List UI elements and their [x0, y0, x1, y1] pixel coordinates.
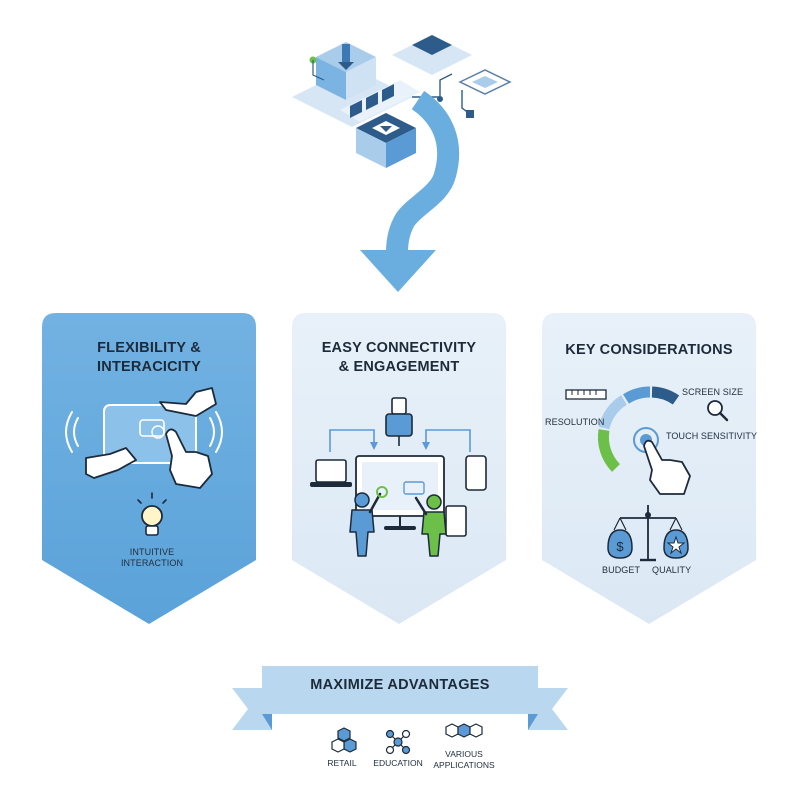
application-label-line: VARIOUS — [445, 749, 483, 759]
panel-title-flexibility: FLEXIBILITY & INTERACICITY — [42, 339, 256, 377]
maximize-advantages-ribbon — [232, 666, 568, 730]
application-label-line: EDUCATION — [373, 758, 423, 768]
panel-title-considerations: KEY CONSIDERATIONS — [565, 342, 733, 358]
panel-title-connectivity: EASY CONNECTIVITY & ENGAGEMENT — [292, 339, 506, 377]
honeycomb-icon — [445, 723, 483, 738]
lightbulb-icon — [137, 492, 167, 536]
flow-arrow — [360, 90, 460, 292]
label-budget: BUDGET — [602, 565, 641, 575]
considerations-illustration: $ — [565, 386, 729, 562]
caption-line: INTERACTION — [120, 558, 184, 568]
application-label-retail: RETAIL — [310, 758, 374, 769]
touch-screen-illustration — [65, 387, 223, 489]
panel-title-line: EASY CONNECTIVITY — [321, 340, 477, 356]
svg-text:$: $ — [616, 539, 624, 554]
label-resolution: RESOLUTION — [545, 417, 605, 427]
connectivity-illustration — [310, 397, 487, 557]
caption-line: INTUITIVE — [129, 547, 175, 557]
molecule-network-icon — [385, 729, 411, 755]
label-screen-size: SCREEN SIZE — [682, 387, 744, 397]
panel-title-line: FLEXIBILITY & — [97, 340, 201, 356]
label-quality: QUALITY — [652, 565, 692, 575]
label-touch-sensitivity: TOUCH SENSITIVITY — [666, 431, 758, 441]
panel-title-line: & ENGAGEMENT — [338, 359, 460, 375]
application-label-education: EDUCATION — [364, 758, 432, 769]
ribbon-title: MAXIMIZE ADVANTAGES — [310, 677, 490, 693]
caption-intuitive-interaction: INTUITIVE INTERACTION — [100, 547, 204, 569]
application-label-line: APPLICATIONS — [433, 760, 495, 770]
isometric-blocks-illustration — [292, 35, 512, 168]
panel-title-line: INTERACICITY — [97, 359, 201, 375]
application-label-various: VARIOUS APPLICATIONS — [424, 749, 504, 771]
application-label-line: RETAIL — [327, 758, 357, 768]
hexagon-cluster-icon — [331, 727, 357, 753]
